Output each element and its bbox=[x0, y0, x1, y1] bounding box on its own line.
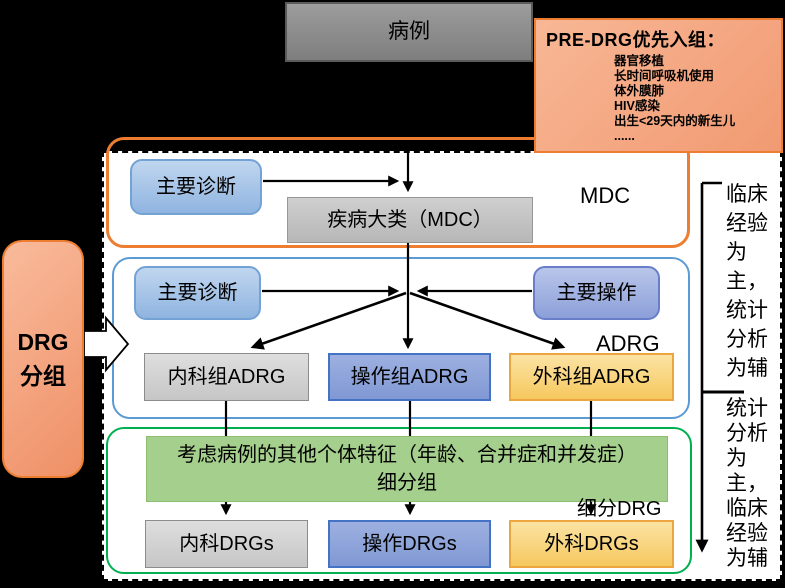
surgery-group-adrg-label: 外科组ADRG bbox=[532, 366, 651, 388]
primary-diagnosis-label: 主要诊断 bbox=[156, 176, 236, 198]
pre-drg-item: ...... bbox=[614, 129, 635, 143]
pre-drg-item: HIV感染 bbox=[614, 99, 660, 113]
major-disease-category-box: 疾病大类（MDC） bbox=[287, 197, 533, 243]
operation-group-adrg-box: 操作组ADRG bbox=[328, 353, 491, 401]
primary-diagnosis-box-mdc: 主要诊断 bbox=[130, 159, 262, 215]
note-clinical-experience-primary: 临床经验为主，统计分析为辅 bbox=[726, 183, 768, 380]
pre-drg-item-list: 器官移植 长时间呼吸机使用 体外膜肺 HIV感染 出生<29天内的新生儿 ...… bbox=[614, 54, 771, 144]
operation-group-adrg-label: 操作组ADRG bbox=[350, 366, 469, 388]
pre-drg-item: 体外膜肺 bbox=[614, 84, 665, 98]
primary-diagnosis-box-adrg: 主要诊断 bbox=[134, 266, 261, 320]
mdc-section-outline bbox=[106, 137, 690, 248]
pre-drg-item: 器官移植 bbox=[614, 54, 665, 68]
drg-section-outline bbox=[106, 427, 692, 574]
individual-features-box: 考虑病例的其他个体特征（年龄、合并症和并发症） 细分组 bbox=[146, 436, 668, 502]
drg-grouping-line1: DRG bbox=[17, 329, 69, 355]
operation-drgs-box: 操作DRGs bbox=[328, 520, 491, 568]
pre-drg-item: 长时间呼吸机使用 bbox=[614, 69, 715, 83]
operation-drgs-label: 操作DRGs bbox=[362, 533, 457, 555]
adrg-stage-label: ADRG bbox=[596, 331, 660, 356]
drg-grouping-box: DRG 分组 bbox=[2, 240, 84, 478]
primary-operation-box: 主要操作 bbox=[533, 266, 660, 320]
case-box: 病例 bbox=[285, 2, 533, 62]
drg-grouping-line2: 分组 bbox=[20, 363, 66, 389]
primary-operation-label: 主要操作 bbox=[556, 282, 637, 304]
internal-medicine-drgs-label: 内科DRGs bbox=[179, 533, 274, 555]
primary-diagnosis-label: 主要诊断 bbox=[157, 282, 238, 304]
internal-medicine-drgs-box: 内科DRGs bbox=[145, 520, 308, 568]
note-statistical-analysis-primary: 统计分析为主，临床经验为辅 bbox=[726, 397, 768, 570]
pre-drg-callout: PRE-DRG优先入组： 器官移植 长时间呼吸机使用 体外膜肺 HIV感染 出生… bbox=[534, 18, 783, 153]
individual-features-line1: 考虑病例的其他个体特征（年龄、合并症和并发症） bbox=[177, 444, 637, 466]
major-disease-category-label: 疾病大类（MDC） bbox=[327, 209, 493, 231]
mdc-stage-label: MDC bbox=[580, 183, 631, 208]
internal-medicine-adrg-box: 内科组ADRG bbox=[144, 353, 309, 401]
internal-medicine-adrg-label: 内科组ADRG bbox=[167, 366, 286, 388]
case-box-label: 病例 bbox=[388, 20, 430, 44]
surgery-drgs-box: 外科DRGs bbox=[509, 520, 674, 568]
pre-drg-title: PRE-DRG优先入组： bbox=[546, 30, 726, 50]
individual-features-line2: 细分组 bbox=[377, 472, 437, 494]
pre-drg-item: 出生<29天内的新生儿 bbox=[614, 114, 736, 128]
surgery-drgs-label: 外科DRGs bbox=[544, 533, 639, 555]
subdivision-drg-stage-label: 细分DRG bbox=[577, 498, 662, 520]
surgery-group-adrg-box: 外科组ADRG bbox=[509, 353, 674, 401]
